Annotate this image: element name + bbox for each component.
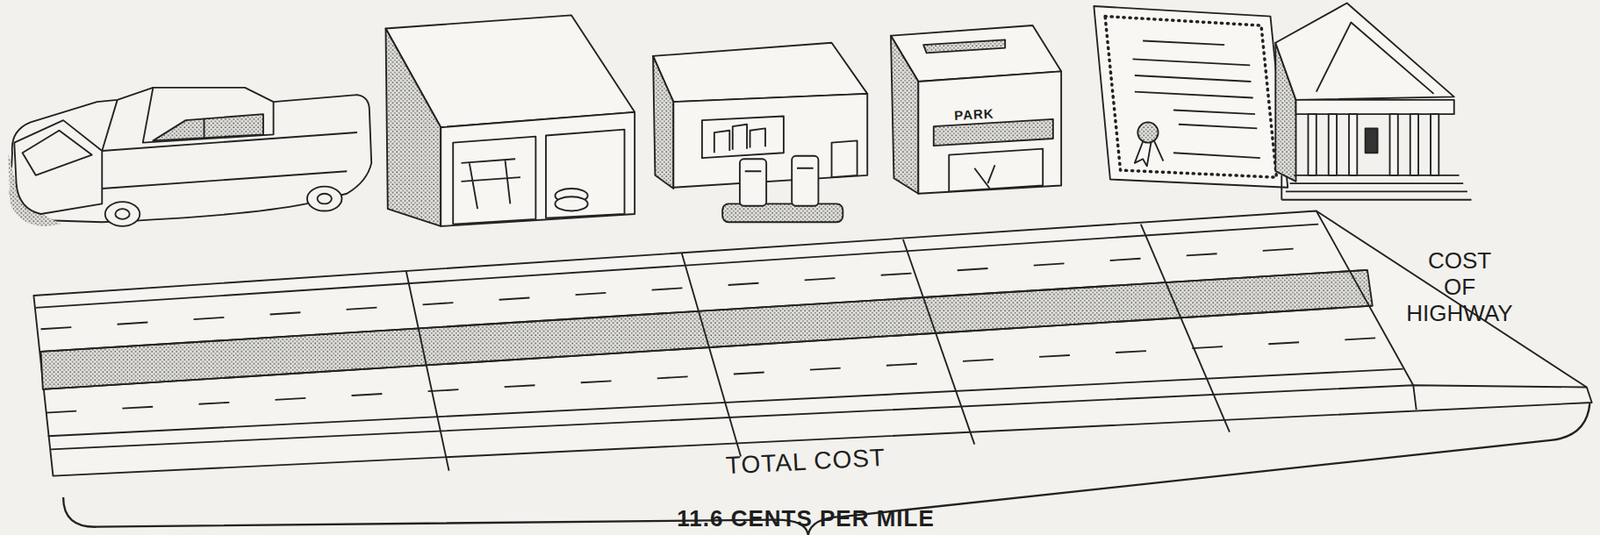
rate-label: 11.6 CENTS PER MILE — [676, 506, 935, 532]
parking-garage-drawing — [890, 25, 1062, 194]
certificate-drawing — [1093, 6, 1288, 188]
cell-text: COST OF HIGHWAY — [1380, 248, 1539, 328]
brace — [63, 403, 1590, 535]
gas-station-drawing — [652, 43, 868, 223]
cost-cell: COST OF HIGHWAY — [1380, 248, 1539, 328]
courthouse-drawing — [1275, 2, 1471, 200]
total-label: TOTAL COST — [724, 444, 887, 481]
garage-drawing — [385, 14, 635, 227]
sign-text: PARK — [954, 107, 995, 124]
highway-drawing — [33, 211, 1592, 477]
car-drawing — [7, 87, 372, 227]
